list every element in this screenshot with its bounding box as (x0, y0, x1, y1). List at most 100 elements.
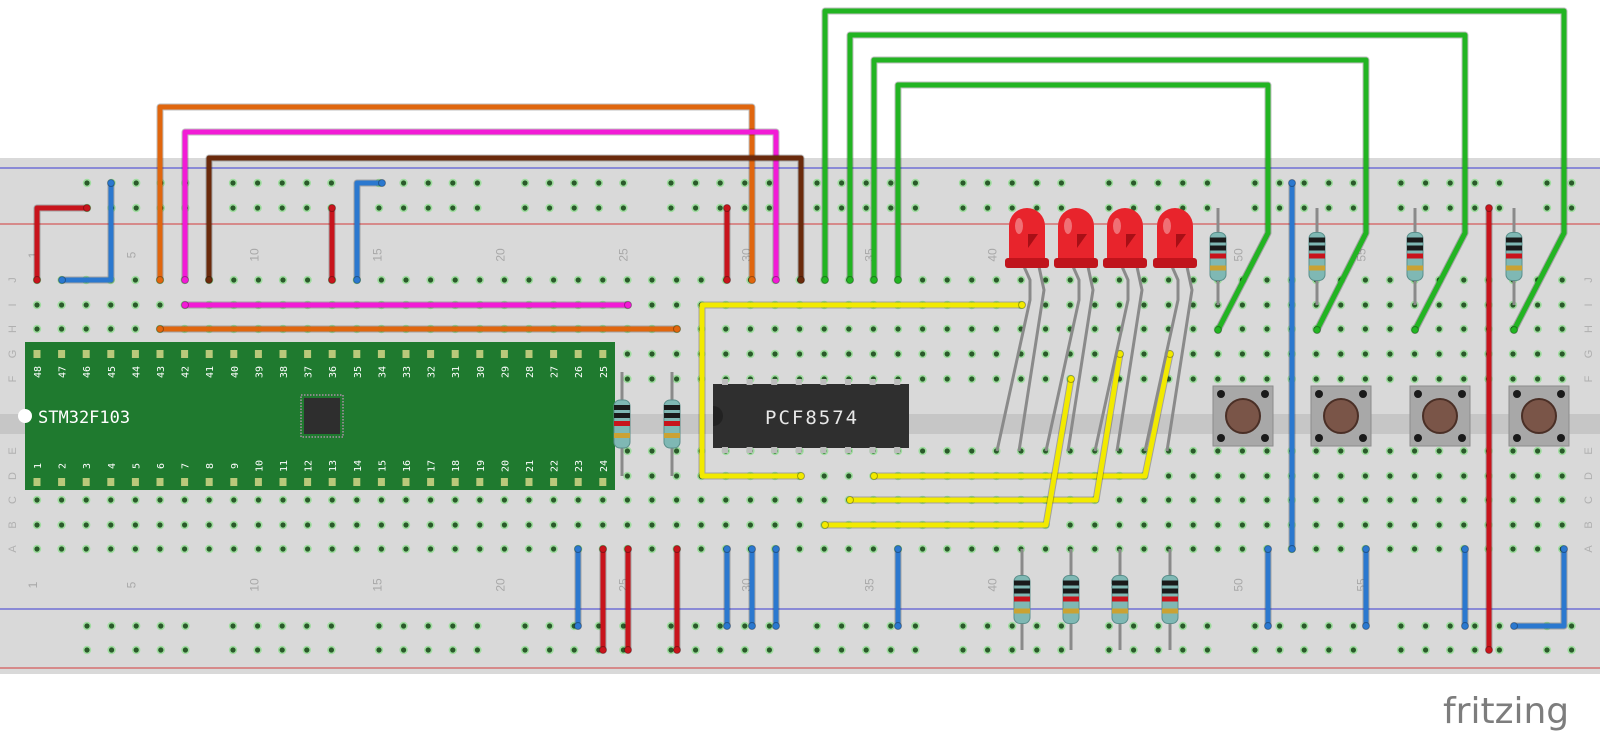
rail-hole-center (230, 647, 236, 653)
hole-center (1190, 277, 1196, 283)
hole-center (1436, 376, 1442, 382)
rail-hole-center (742, 180, 748, 186)
hole-center (1313, 473, 1319, 479)
hole-center (428, 277, 434, 283)
hole-center (1190, 376, 1196, 382)
ic-pin (820, 447, 827, 453)
hole-center (1215, 448, 1221, 454)
hole-center (206, 497, 212, 503)
rail-hole-center (1423, 647, 1429, 653)
mcu-pad (33, 350, 41, 358)
mcu-top-pin: 46 (82, 366, 93, 378)
resistor-band (1112, 608, 1128, 614)
rail-hole-center (450, 623, 456, 629)
rail-hole-center (109, 623, 115, 629)
mcu-pad (254, 478, 262, 486)
hole-center (920, 376, 926, 382)
rail-hole-center (1277, 205, 1283, 211)
rail-hole-center (279, 647, 285, 653)
rail-hole-center (1544, 647, 1550, 653)
row-letter: J (1583, 277, 1595, 283)
hole-center (846, 326, 852, 332)
blue-wire-end (894, 622, 902, 630)
mcu-pad (451, 350, 459, 358)
hole-center (1362, 448, 1368, 454)
hole-center (1436, 326, 1442, 332)
hole-center (1362, 522, 1368, 528)
green-wire (871, 57, 1369, 333)
rail-hole-center (668, 205, 674, 211)
hole-center (1141, 351, 1147, 357)
rail-hole-center (1131, 647, 1137, 653)
hole-center (797, 546, 803, 552)
rail-hole-center (717, 623, 723, 629)
hole-center (1190, 326, 1196, 332)
hole-center (59, 302, 65, 308)
hole-center (1510, 497, 1516, 503)
orange-wire-end (156, 325, 164, 333)
hole-center (1510, 546, 1516, 552)
hole-center (34, 546, 40, 552)
hole-center (624, 473, 631, 479)
hole-center (1559, 448, 1565, 454)
red-wire-end (1485, 646, 1493, 654)
hole-center (674, 376, 680, 382)
mcu-top-pin: 42 (181, 366, 192, 378)
rail-hole-center (401, 623, 407, 629)
rail-hole-center (1447, 623, 1453, 629)
resistor-band (1112, 596, 1128, 602)
yellow-wire-end (1067, 375, 1075, 383)
hole-center (1264, 302, 1270, 308)
resistor-band (1210, 237, 1226, 243)
hole-center (1559, 473, 1565, 479)
hole-center (723, 497, 729, 503)
column-number: 1 (26, 581, 40, 588)
hole-center (1338, 546, 1344, 552)
mcu-pad (402, 478, 410, 486)
mcu-pad (353, 478, 361, 486)
mcu-bottom-pin: 15 (377, 460, 388, 472)
mcu-top-pin: 30 (476, 366, 487, 378)
push-button-cap (1422, 398, 1458, 434)
mcu-top-pin: 37 (304, 366, 315, 378)
mcu-pad (254, 350, 262, 358)
orange-wire-end (156, 276, 164, 284)
row-letter: A (7, 545, 19, 553)
hole-center (1018, 277, 1024, 283)
mcu-pad (353, 350, 361, 358)
yellow-wire-end (846, 496, 854, 504)
hole-center (428, 546, 434, 552)
column-number: 1 (26, 251, 40, 258)
led-highlight (1113, 218, 1121, 234)
hole-center (1043, 546, 1049, 552)
rail-hole-center (888, 647, 894, 653)
rail-hole-center (1106, 647, 1112, 653)
hole-center (1461, 473, 1467, 479)
rail-hole-center (668, 180, 674, 186)
hole-center (624, 351, 631, 357)
rail-hole-center (1155, 647, 1161, 653)
yellow-wire-end (797, 472, 805, 480)
hole-center (1239, 302, 1245, 308)
mcu-bottom-pin: 3 (82, 463, 93, 469)
rail-hole-center (84, 180, 90, 186)
hole-center (1190, 497, 1196, 503)
hole-center (255, 497, 261, 503)
resistor-band (1063, 588, 1079, 594)
mcu-bottom-pin: 4 (107, 463, 118, 469)
row-letter: D (1583, 472, 1595, 480)
hole-center (1190, 448, 1196, 454)
led-die (1077, 234, 1087, 248)
rail-hole-center (522, 647, 528, 653)
hole-center (1436, 351, 1442, 357)
row-letter: F (7, 375, 19, 382)
hole-center (993, 546, 1000, 552)
rail-hole-center (839, 180, 845, 186)
hole-center (969, 546, 975, 552)
red-wire-end (673, 646, 681, 654)
hole-center (649, 497, 655, 503)
rail-hole-center (304, 647, 310, 653)
hole-center (403, 497, 409, 503)
